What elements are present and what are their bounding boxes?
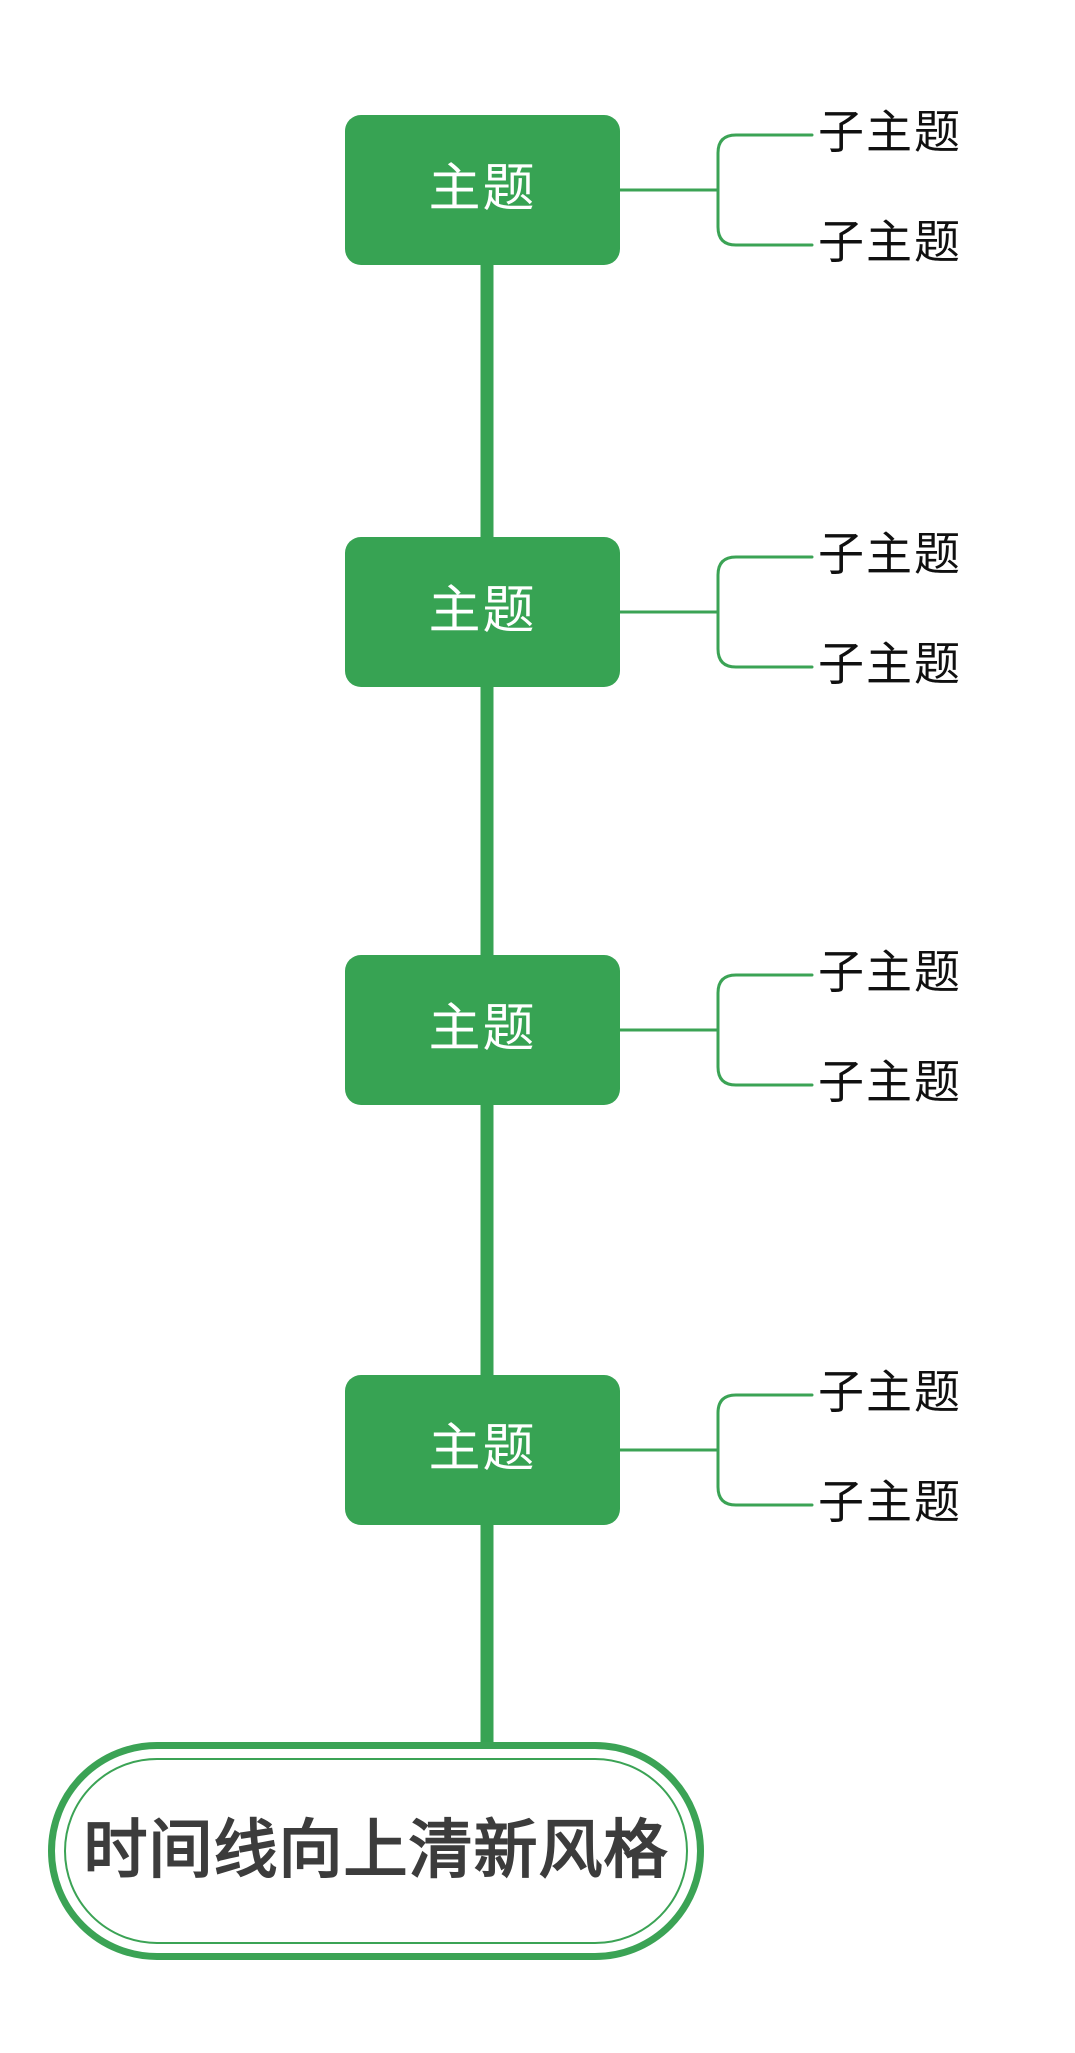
subtopic-label-4-2[interactable]: 子主题: [818, 1477, 962, 1528]
topic-label-1: 主题: [428, 161, 537, 218]
subtopic-label-3-2[interactable]: 子主题: [818, 1057, 962, 1108]
subtopic-label-3-1[interactable]: 子主题: [818, 947, 962, 998]
branch-bracket-1: [716, 133, 814, 247]
branch-bracket-2: [716, 555, 814, 669]
subtopic-label-4-1[interactable]: 子主题: [818, 1367, 962, 1418]
subtopic-label-2-2[interactable]: 子主题: [818, 639, 962, 690]
subtopic-label-2-1[interactable]: 子主题: [818, 529, 962, 580]
topic-node-4[interactable]: 主题: [345, 1375, 620, 1525]
root-node[interactable]: 时间线向上清新风格: [48, 1742, 704, 1960]
subtopic-label-1-1[interactable]: 子主题: [818, 107, 962, 158]
root-inner-border: 时间线向上清新风格: [64, 1758, 688, 1944]
branch-bracket-3: [716, 973, 814, 1087]
topic-label-2: 主题: [428, 583, 537, 640]
topic-node-2[interactable]: 主题: [345, 537, 620, 687]
branch-bracket-4: [716, 1393, 814, 1507]
topic-label-4: 主题: [428, 1421, 537, 1478]
topic-node-1[interactable]: 主题: [345, 115, 620, 265]
topic-label-3: 主题: [428, 1001, 537, 1058]
root-label: 时间线向上清新风格: [83, 1815, 669, 1886]
subtopic-label-1-2[interactable]: 子主题: [818, 217, 962, 268]
topic-node-3[interactable]: 主题: [345, 955, 620, 1105]
